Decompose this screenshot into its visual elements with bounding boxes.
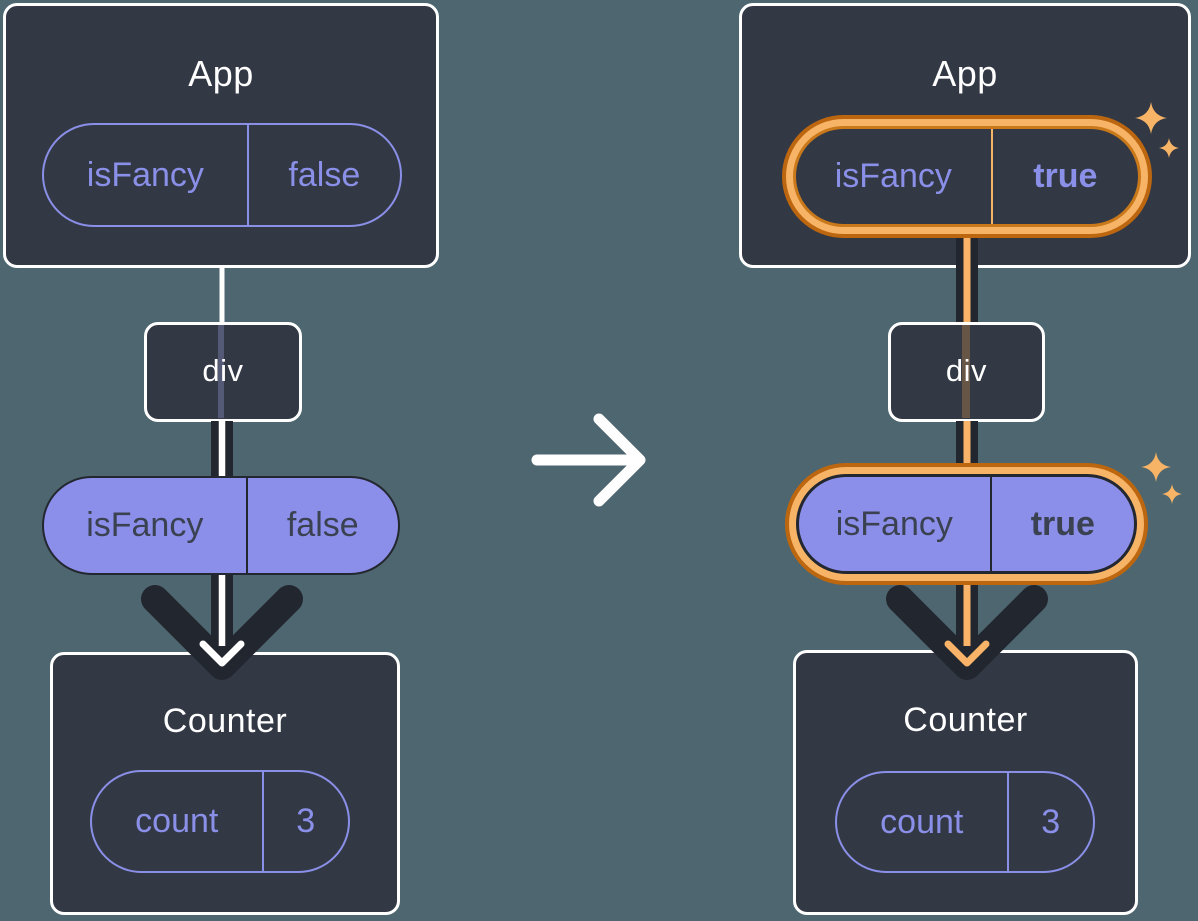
state-value-label: false: [288, 155, 361, 194]
prop-key-label: isFancy: [44, 478, 248, 573]
prop-line-through-div: [962, 325, 970, 418]
counter-title-right: Counter: [903, 701, 1028, 739]
app-state-pill-left: isFancy false: [42, 123, 402, 227]
div-title-left: div: [202, 353, 244, 388]
state-key-label: count: [837, 773, 1009, 871]
state-key-label: isFancy: [44, 125, 249, 225]
highlight-ring: isFancy true: [782, 115, 1152, 238]
app-title-left: App: [188, 53, 254, 94]
div-component-box-left: [144, 322, 302, 422]
app-state-pill-right: isFancy true: [793, 126, 1141, 227]
transition-arrow-icon: [531, 413, 646, 507]
state-value-label: true: [1033, 157, 1098, 195]
counter-title-left: Counter: [162, 702, 288, 740]
counter-state-pill-right: count 3: [835, 771, 1095, 873]
prop-value-label: true: [1030, 504, 1095, 543]
highlight-ring: isFancy true: [785, 463, 1148, 585]
prop-pill-right: isFancy true: [796, 474, 1137, 574]
sparkles-icon-prop: [1141, 452, 1182, 504]
state-value-label: 3: [1041, 802, 1061, 841]
state-key-label: isFancy: [796, 129, 993, 224]
prop-key-label: isFancy: [799, 477, 992, 571]
div-title-right: div: [945, 353, 988, 388]
div-component-box-right: [888, 322, 1045, 422]
state-key-label: count: [92, 772, 264, 871]
counter-state-pill-left: count 3: [90, 770, 350, 873]
prop-pill-left: isFancy false: [42, 476, 400, 575]
app-title-right: App: [932, 53, 998, 94]
state-value-label: 3: [296, 802, 316, 840]
prop-value-label: false: [286, 506, 359, 544]
prop-line-through-div: [218, 325, 224, 418]
